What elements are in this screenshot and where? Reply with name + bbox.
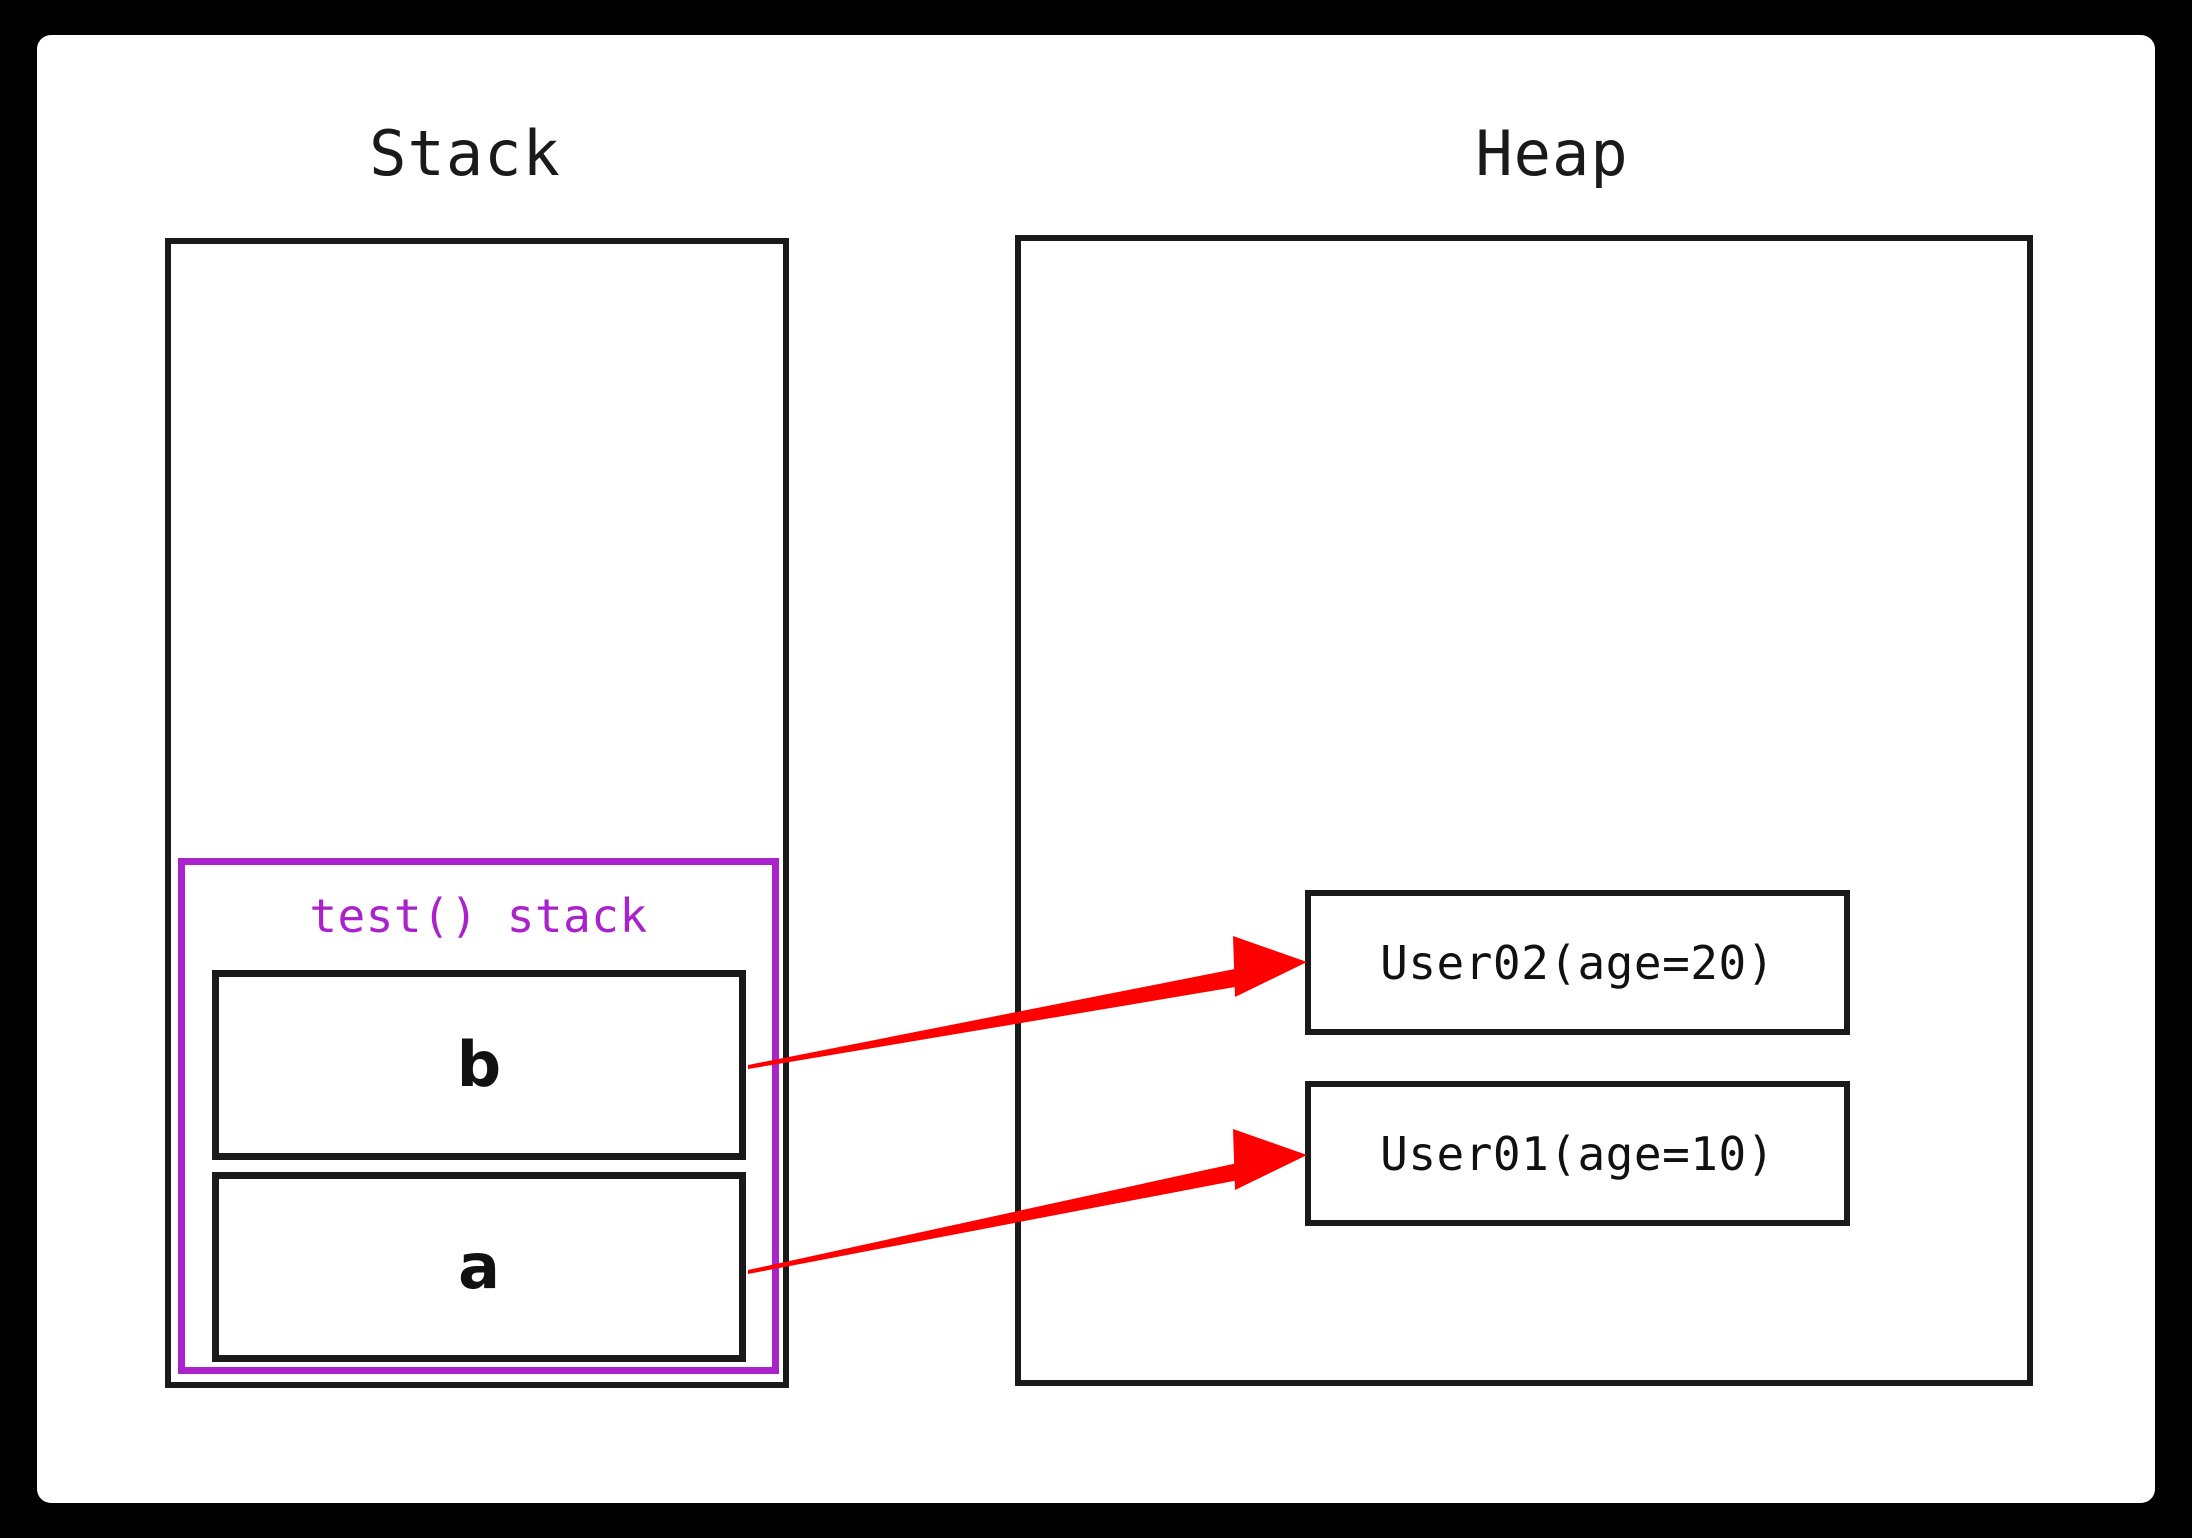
heap-object-user02: User02(age=20) xyxy=(1305,890,1850,1035)
stack-region-title: Stack xyxy=(369,117,561,190)
diagram-canvas: Stack Heap test() stack b a User02(age=2… xyxy=(37,35,2155,1503)
stack-slot-a-label: a xyxy=(458,1230,500,1303)
heap-object-user01: User01(age=10) xyxy=(1305,1081,1850,1226)
heap-object-user02-label: User02(age=20) xyxy=(1380,935,1775,990)
stack-slot-a: a xyxy=(212,1172,746,1362)
stack-slot-b: b xyxy=(212,970,746,1160)
call-frame-label: test() stack xyxy=(309,889,648,943)
heap-region-title: Heap xyxy=(1475,117,1629,190)
heap-object-user01-label: User01(age=10) xyxy=(1380,1126,1775,1181)
stack-slot-b-label: b xyxy=(456,1028,502,1101)
